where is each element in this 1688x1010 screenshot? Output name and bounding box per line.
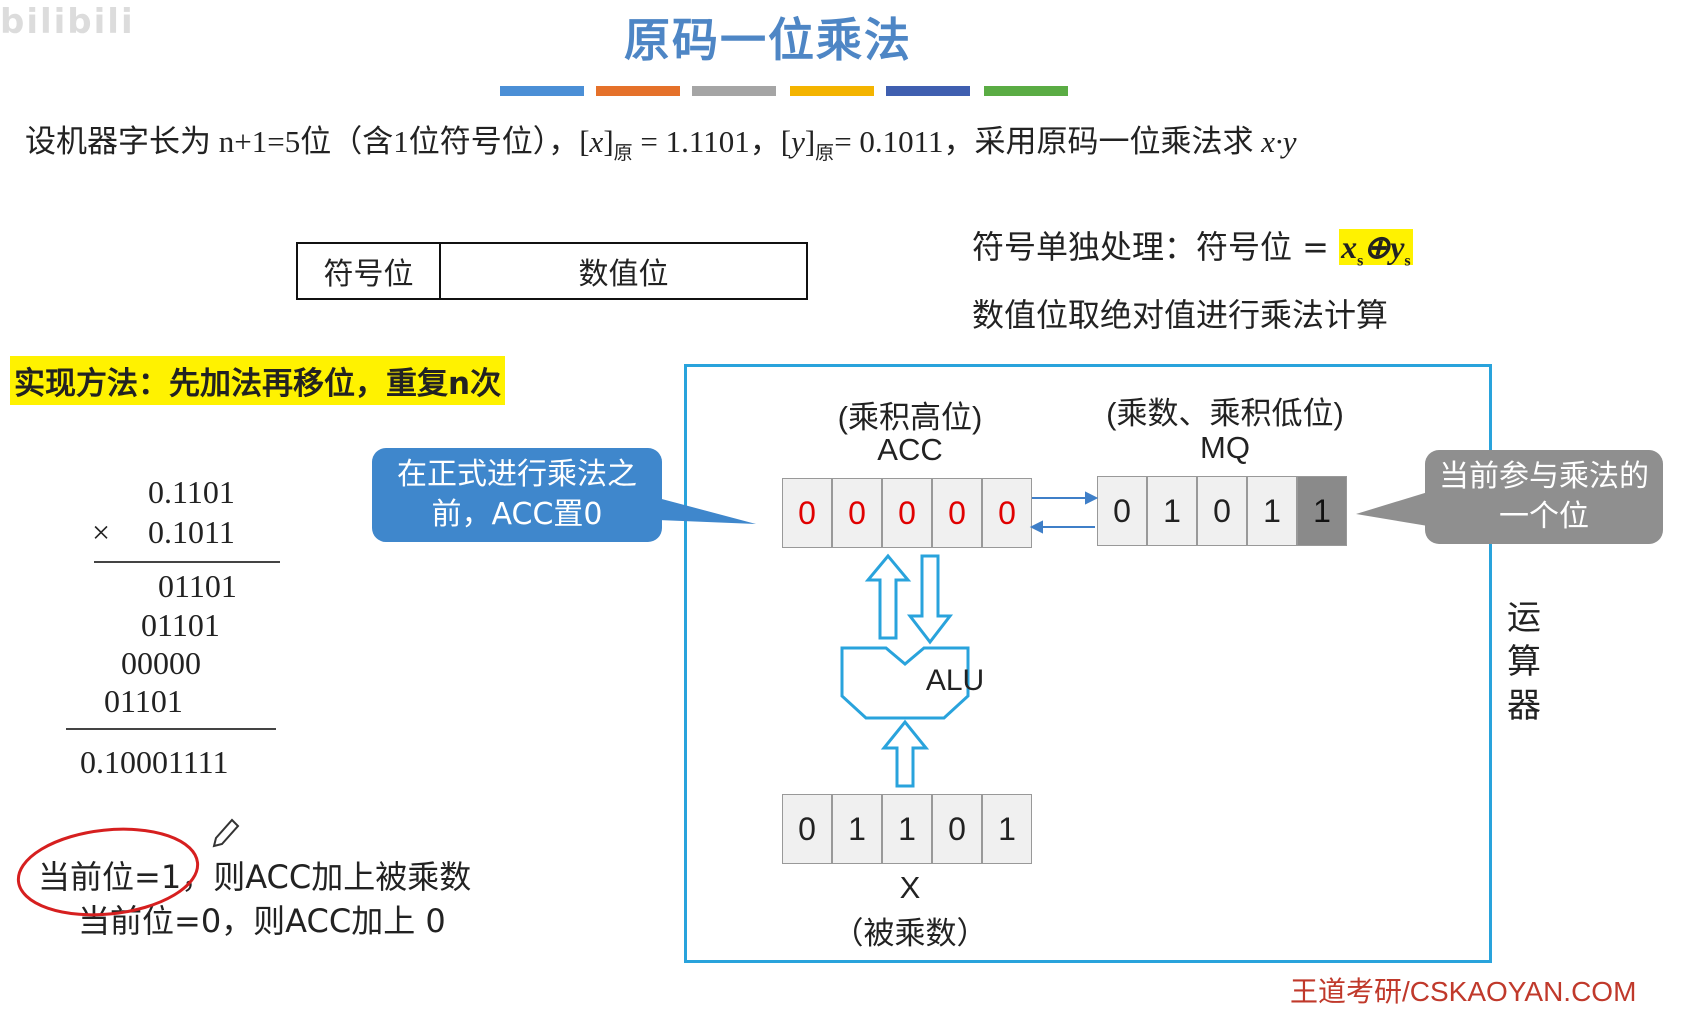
partial-product-3: 00000 bbox=[121, 645, 201, 681]
title-bar-3 bbox=[692, 86, 776, 96]
pencil-icon bbox=[212, 818, 240, 848]
y-value: = 0.1011，采用原码一位乘法求 bbox=[834, 124, 1254, 159]
mq-bit-2: 1 bbox=[1147, 476, 1197, 546]
title-bar-4 bbox=[790, 86, 874, 96]
ys-sub: s bbox=[1404, 252, 1411, 270]
partial-product-1: 01101 bbox=[158, 568, 237, 604]
mq-bit-3: 0 bbox=[1197, 476, 1247, 546]
x-subscript: 原 bbox=[613, 143, 633, 165]
x-label: X bbox=[899, 870, 921, 905]
arithmetic-unit-label: 运算器 bbox=[1507, 598, 1541, 726]
problem-prefix: 设机器字长为 n+1=5位（含1位符号位）， bbox=[25, 124, 580, 159]
title-bar-2 bbox=[596, 86, 680, 96]
sign-note-prefix: 符号单独处理：符号位 = bbox=[972, 228, 1329, 266]
mul-line-2 bbox=[66, 728, 276, 730]
arithmetic-unit-frame bbox=[684, 364, 1492, 963]
title-bar-6 bbox=[984, 86, 1068, 96]
x-bit-2: 1 bbox=[832, 794, 882, 864]
mq-label: MQ bbox=[1200, 430, 1250, 465]
sign-note: 符号单独处理：符号位 = xs⊕ys bbox=[972, 222, 1413, 270]
partial-product-2: 01101 bbox=[141, 607, 220, 643]
bubble-left-tail bbox=[658, 498, 756, 524]
sign-bit-cell: 符号位 bbox=[298, 244, 441, 298]
page-title: 原码一位乘法 bbox=[624, 13, 912, 67]
watermark: bilibili bbox=[0, 2, 135, 42]
method-note: 实现方法：先加法再移位，重复n次 bbox=[10, 356, 506, 405]
partial-product-4: 01101 bbox=[104, 683, 183, 719]
y-symbol: y bbox=[791, 124, 805, 159]
mq-to-acc-arrow bbox=[1029, 520, 1095, 534]
bit-format-table: 符号位 数值位 bbox=[296, 242, 808, 300]
acc-bit-4: 0 bbox=[932, 478, 982, 548]
title-bar-5 bbox=[886, 86, 970, 96]
mul-line-1 bbox=[94, 561, 280, 563]
acc-bit-3: 0 bbox=[882, 478, 932, 548]
annotation-circle bbox=[16, 827, 200, 917]
rule1-action: 则ACC加上被乘数 bbox=[213, 858, 472, 896]
title-bar-1 bbox=[500, 86, 584, 96]
magnitude-bits-cell: 数值位 bbox=[578, 257, 669, 292]
x-bit-4: 0 bbox=[932, 794, 982, 864]
current-bit-callout: 当前参与乘法的一个位 bbox=[1425, 450, 1663, 544]
problem-statement: 设机器字长为 n+1=5位（含1位符号位），[x]原 = 1.1101，[y]原… bbox=[25, 124, 1297, 165]
alu-label: ALU bbox=[925, 664, 985, 697]
acc-description: (乘积高位) bbox=[837, 400, 983, 435]
x-value: = 1.1101， bbox=[640, 124, 781, 159]
ys-symbol: y bbox=[1390, 229, 1405, 265]
acc-bit-1: 0 bbox=[782, 478, 832, 548]
acc-bit-5: 0 bbox=[982, 478, 1032, 548]
x-bit-5: 1 bbox=[982, 794, 1032, 864]
acc-label: ACC bbox=[877, 432, 943, 467]
product-expression: x·y bbox=[1261, 124, 1297, 159]
x-description: （被乘数） bbox=[832, 916, 988, 951]
y-subscript: 原 bbox=[815, 143, 835, 165]
x-to-alu-arrow bbox=[880, 719, 930, 788]
xor-symbol: ⊕ bbox=[1363, 229, 1391, 265]
times-symbol: × bbox=[92, 514, 111, 550]
x-bit-3: 1 bbox=[882, 794, 932, 864]
x-symbol: x bbox=[589, 124, 604, 159]
xs-symbol: x bbox=[1341, 229, 1358, 265]
magnitude-note: 数值位取绝对值进行乘法计算 bbox=[972, 296, 1389, 334]
bubble-right-tail bbox=[1356, 492, 1428, 526]
acc-to-alu-arrow bbox=[906, 554, 954, 645]
x-bit-1: 0 bbox=[782, 794, 832, 864]
acc-reset-callout: 在正式进行乘法之前，ACC置0 bbox=[372, 448, 662, 542]
xs-sub: s bbox=[1357, 252, 1364, 270]
multiplier: 0.1011 bbox=[148, 514, 235, 550]
sign-formula: xs⊕ys bbox=[1339, 229, 1413, 269]
multiplicand: 0.1101 bbox=[148, 474, 235, 510]
alu-to-acc-arrow bbox=[864, 553, 912, 640]
acc-bit-2: 0 bbox=[832, 478, 882, 548]
mq-bit-1: 0 bbox=[1097, 476, 1147, 546]
acc-to-mq-arrow bbox=[1032, 491, 1099, 505]
mq-bit-4: 1 bbox=[1247, 476, 1297, 546]
alu-shape bbox=[840, 646, 970, 720]
footer-brand: 王道考研/CSKAOYAN.COM bbox=[1290, 976, 1637, 1007]
product-result: 0.10001111 bbox=[80, 744, 229, 780]
mq-current-bit: 1 bbox=[1297, 476, 1347, 546]
mq-description: (乘数、乘积低位) bbox=[1106, 396, 1344, 431]
